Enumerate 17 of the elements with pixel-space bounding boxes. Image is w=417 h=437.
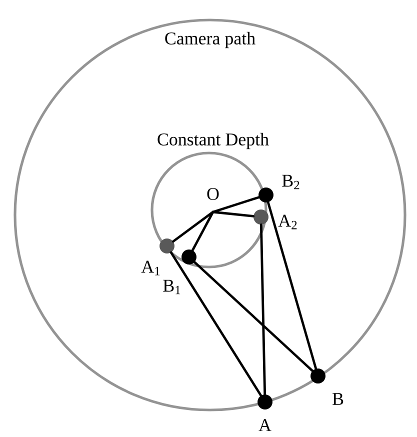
line-segment	[260, 224, 266, 396]
circle-label: Constant Depth	[158, 132, 269, 150]
line-segment	[193, 261, 314, 372]
point-label: O	[207, 188, 219, 200]
line-segment	[191, 210, 214, 252]
line-segment	[266, 201, 318, 370]
circle-label: Camera path	[165, 32, 256, 48]
line-segment	[172, 210, 214, 243]
point-label: B$_{2}$	[282, 174, 300, 190]
point-label: B	[332, 393, 344, 405]
point-label: A$_{1}$	[141, 260, 160, 276]
point-label: A	[258, 419, 272, 431]
line-segment	[212, 210, 255, 218]
line-segment	[170, 251, 262, 397]
line-segment	[212, 196, 260, 214]
point-label: B$_{1}$	[163, 280, 180, 294]
point-label: A$_{2}$	[278, 214, 297, 230]
